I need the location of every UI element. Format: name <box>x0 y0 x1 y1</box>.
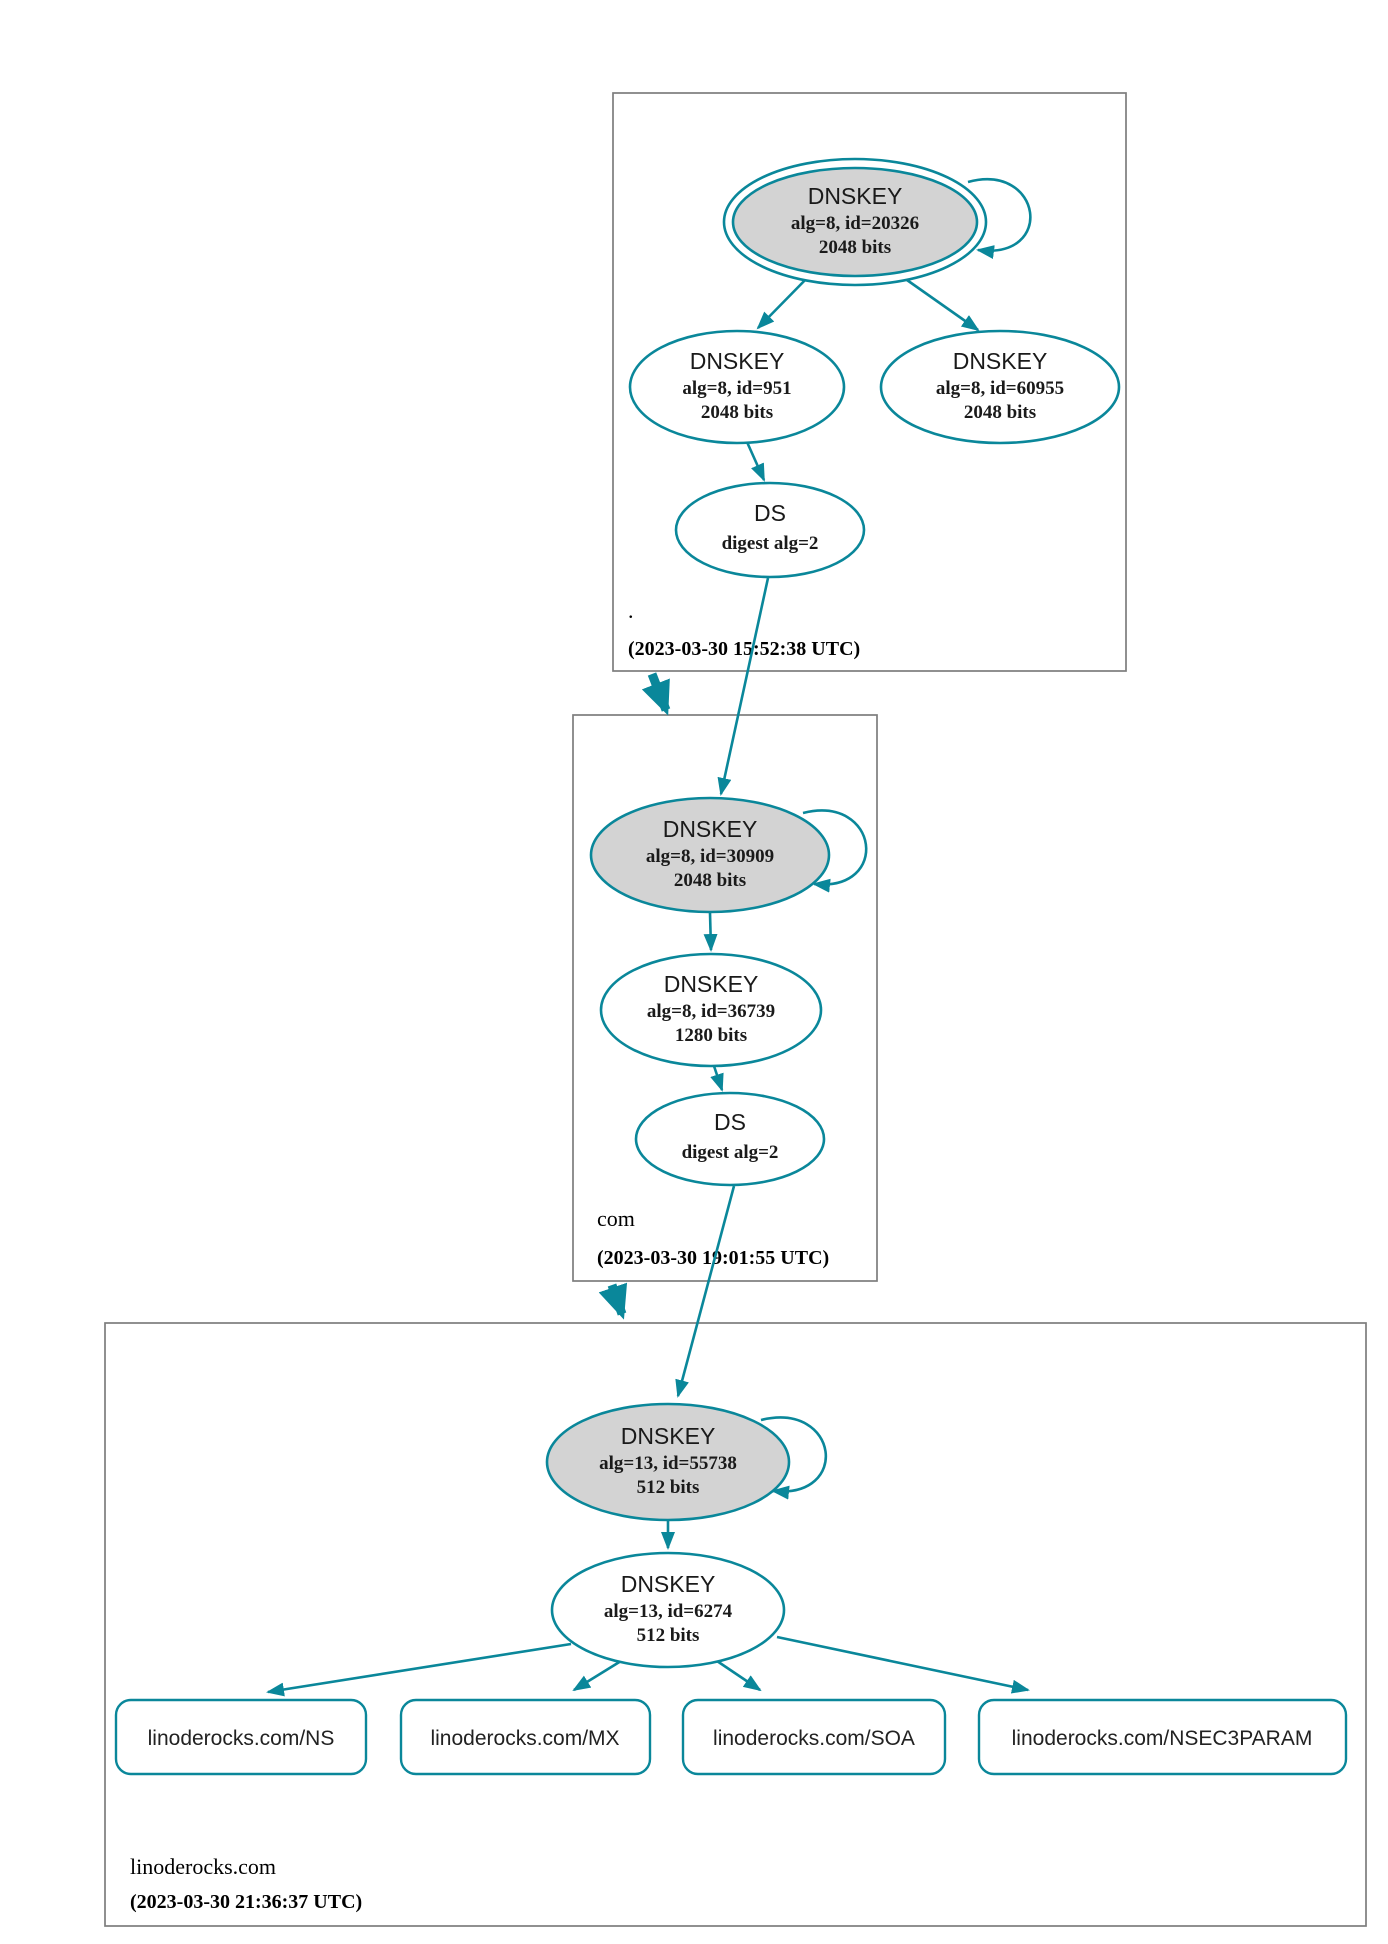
node-dnskey-60955[interactable] <box>879 329 1121 445</box>
ds-edge-com-to-linoderocks-ksk <box>675 1185 736 1398</box>
node-bits: 1280 bits <box>675 1025 747 1046</box>
rrsig-edge-zsk-to-soa <box>716 1659 762 1692</box>
edge-zsk951-to-ds <box>745 441 766 482</box>
node-digest: digest alg=2 <box>682 1142 779 1163</box>
zone-timestamp-com: (2023-03-30 19:01:55 UTC) <box>597 1247 829 1269</box>
rrsig-edge-rootksk-to-zsk951 <box>756 272 813 330</box>
graph-nodes <box>114 157 1348 1776</box>
edge-zsk36739-to-ds <box>710 1065 724 1092</box>
rrsig-edge-zsk-to-nsec3param <box>776 1635 1030 1694</box>
zone-boxes <box>104 92 1367 1927</box>
zone-box-root <box>612 92 1127 672</box>
node-bits: 2048 bits <box>701 402 773 423</box>
rrsig-edge-zsk-to-ns <box>266 1642 572 1697</box>
node-bits: 2048 bits <box>964 402 1036 423</box>
node-alg-id: alg=8, id=30909 <box>646 846 774 867</box>
self-sign-loop-com-ksk <box>802 809 868 893</box>
node-title: DS <box>754 500 786 526</box>
rrset-label-soa: linoderocks.com/SOA <box>713 1727 915 1750</box>
node-title: DS <box>714 1109 746 1135</box>
node-bits: 512 bits <box>637 1477 700 1498</box>
rrset-label-nsec3param: linoderocks.com/NSEC3PARAM <box>1012 1727 1313 1750</box>
rrsig-edge-rootksk-to-zsk60955 <box>896 271 980 332</box>
rrset-mx[interactable] <box>399 1698 652 1776</box>
node-dnskey-20326[interactable] <box>731 166 979 278</box>
node-alg-id: alg=8, id=60955 <box>936 378 1064 399</box>
delegation-arrow-root-to-com <box>641 672 671 716</box>
self-sign-loop-linoderocks-ksk <box>760 1416 828 1500</box>
node-bits: 2048 bits <box>674 870 746 891</box>
node-dnskey-36739[interactable] <box>599 952 823 1068</box>
rrset-soa[interactable] <box>681 1698 947 1776</box>
node-alg-id: alg=8, id=20326 <box>791 213 919 234</box>
node-dnskey-6274[interactable] <box>550 1551 786 1669</box>
rrsig-edge-comksk-to-zsk36739 <box>703 912 718 952</box>
node-title: DNSKEY <box>621 1423 716 1449</box>
rrsig-edge-zsk-to-mx <box>572 1659 622 1692</box>
node-dnskey-951[interactable] <box>628 329 846 445</box>
self-sign-loop-root-ksk <box>967 178 1032 259</box>
zone-box-linoderocks <box>104 1322 1367 1927</box>
node-title: DNSKEY <box>664 971 759 997</box>
node-alg-id: alg=13, id=55738 <box>599 1453 737 1474</box>
rrset-ns[interactable] <box>114 1698 368 1776</box>
zone-name-root: . <box>628 598 634 623</box>
rrset-label-mx: linoderocks.com/MX <box>430 1727 619 1750</box>
node-texts: DNSKEY alg=8, id=20326 2048 bits DNSKEY … <box>148 183 1313 1750</box>
node-title: DNSKEY <box>621 1571 716 1597</box>
node-digest: digest alg=2 <box>722 533 819 554</box>
node-dnskey-55738[interactable] <box>545 1402 791 1522</box>
node-bits: 2048 bits <box>819 237 891 258</box>
node-dnskey-30909[interactable] <box>589 796 831 914</box>
node-bits: 512 bits <box>637 1625 700 1646</box>
zone-box-com <box>572 714 878 1282</box>
zone-name-com: com <box>597 1206 635 1231</box>
node-alg-id: alg=13, id=6274 <box>604 1601 733 1622</box>
rrset-label-ns: linoderocks.com/NS <box>148 1727 335 1750</box>
zone-timestamp-linoderocks: (2023-03-30 21:36:37 UTC) <box>130 1891 362 1913</box>
node-alg-id: alg=8, id=36739 <box>647 1001 775 1022</box>
ds-edge-root-to-com-ksk <box>717 577 770 796</box>
node-title: DNSKEY <box>953 348 1048 374</box>
node-title: DNSKEY <box>690 348 785 374</box>
zone-timestamp-root: (2023-03-30 15:52:38 UTC) <box>628 638 860 660</box>
node-title: DNSKEY <box>808 183 903 209</box>
node-ds-com[interactable] <box>634 1091 826 1187</box>
zone-name-linoderocks: linoderocks.com <box>130 1854 276 1879</box>
zone-labels: . (2023-03-30 15:52:38 UTC) com (2023-03… <box>130 598 860 1913</box>
node-title: DNSKEY <box>663 816 758 842</box>
node-alg-id: alg=8, id=951 <box>682 378 791 399</box>
rrset-nsec3param[interactable] <box>977 1698 1348 1776</box>
delegation-arrow-com-to-linoderocks <box>598 1282 628 1320</box>
node-ds-root[interactable] <box>674 481 866 579</box>
graph-edges <box>266 178 1032 1697</box>
